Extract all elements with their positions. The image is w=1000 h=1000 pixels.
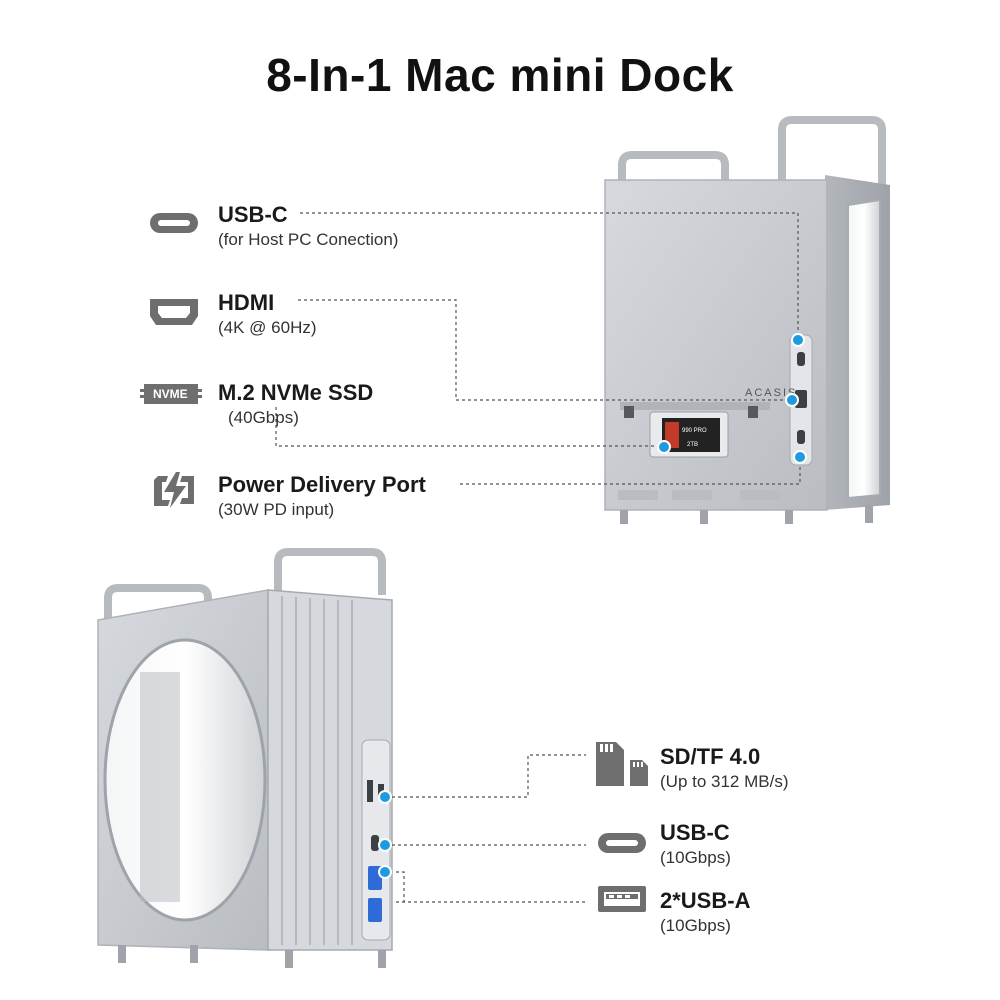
feature-name-hdmi: HDMI bbox=[218, 290, 275, 315]
feature-sub-power-delivery: (30W PD input) bbox=[218, 500, 335, 519]
feature-sub-hdmi: (4K @ 60Hz) bbox=[218, 318, 317, 337]
power-delivery-icon bbox=[154, 472, 194, 508]
ssd-label: 990 PRO bbox=[682, 428, 707, 434]
usb-c-port-icon bbox=[598, 833, 646, 853]
feature-name-usb-a: 2*USB-A bbox=[660, 888, 751, 913]
feature-sub-usb-c: (10Gbps) bbox=[660, 848, 731, 867]
feature-name-usb-c: USB-C bbox=[660, 820, 730, 845]
page-title: 8-In-1 Mac mini Dock bbox=[266, 49, 734, 101]
nvme-icon-text: NVME bbox=[153, 387, 188, 401]
feature-name-sd-tf: SD/TF 4.0 bbox=[660, 744, 761, 769]
usb-a-port-icon bbox=[598, 886, 646, 912]
sd-tf-card-icon bbox=[596, 742, 648, 786]
hdmi-port-icon bbox=[150, 299, 198, 325]
feature-sub-usb-a: (10Gbps) bbox=[660, 916, 731, 935]
dock-rear-view: ACASIS 990 PRO 2TB bbox=[604, 116, 890, 524]
feature-sub-nvme: (40Gbps) bbox=[228, 408, 299, 427]
callout-dots bbox=[378, 333, 807, 879]
feature-name-power-delivery: Power Delivery Port bbox=[218, 472, 426, 497]
ssd-capacity: 2TB bbox=[687, 442, 698, 448]
feature-name-nvme: M.2 NVMe SSD bbox=[218, 380, 374, 405]
feature-name-usb-c-host: USB-C bbox=[218, 202, 288, 227]
feature-sub-sd-tf: (Up to 312 MB/s) bbox=[660, 772, 789, 791]
usb-c-port-icon bbox=[150, 213, 198, 233]
callout-lines bbox=[275, 212, 801, 903]
feature-sub-usb-c-host: (for Host PC Conection) bbox=[218, 230, 399, 249]
brand-logo: ACASIS bbox=[745, 387, 797, 399]
nvme-ssd-icon: NVME bbox=[140, 381, 202, 407]
dock-side-view bbox=[97, 548, 393, 968]
